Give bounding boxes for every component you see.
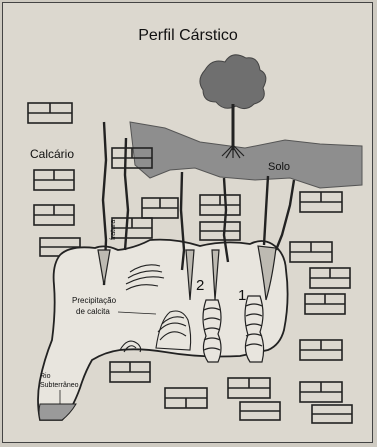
label-fratura: fratura <box>110 220 117 240</box>
label-number-2: 2 <box>196 277 204 294</box>
label-precipitacao-line1: Precipitação <box>72 296 117 305</box>
label-number-1: 1 <box>238 287 246 304</box>
tree-icon <box>200 55 266 158</box>
label-calcario: Calcário <box>30 147 74 161</box>
label-rio-line2: Subterrâneo <box>40 382 79 389</box>
limestone-bricks-bottom <box>110 362 352 423</box>
label-precipitacao-line2: de calcita <box>76 307 110 316</box>
label-solo: Solo <box>268 161 290 173</box>
label-rio-line1: Rio <box>40 373 51 380</box>
underground-river <box>39 404 76 420</box>
soil-layer <box>130 122 362 188</box>
diagram-title: Perfil Cárstico <box>138 27 238 44</box>
